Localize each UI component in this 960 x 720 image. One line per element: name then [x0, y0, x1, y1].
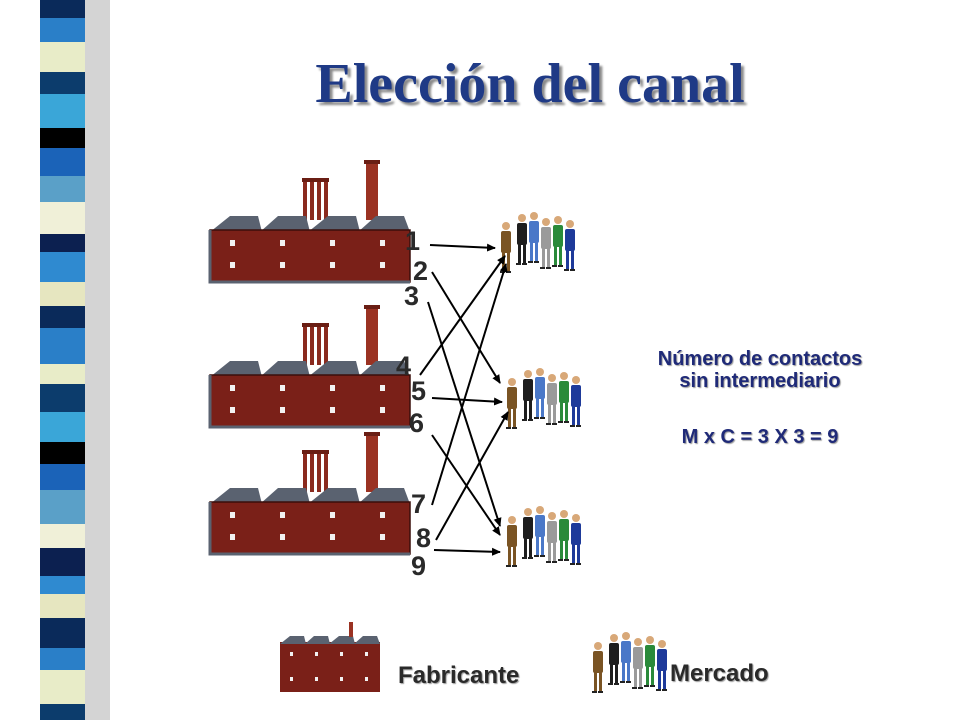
people-group-icon [500, 212, 575, 273]
legend-factory-icon [280, 622, 380, 692]
people-group-icon [506, 368, 581, 429]
contacts-label: Número de contactos sin intermediario [600, 348, 920, 392]
legend-market-label: Mercado [670, 660, 769, 687]
factory-icon [208, 430, 412, 556]
factory-icon [208, 158, 412, 284]
contact-number: 1 [405, 226, 420, 256]
contacts-formula: M x C = 3 X 3 = 9 [681, 426, 839, 448]
decorative-stripe [0, 0, 110, 720]
contact-number: 2 [413, 256, 428, 286]
contact-number: 5 [411, 376, 426, 406]
contact-number: 7 [411, 489, 426, 519]
legend-manufacturer-label: Fabricante [398, 662, 520, 689]
contact-number: 3 [404, 281, 419, 311]
contact-number: 8 [416, 523, 431, 553]
contact-arrows [419, 243, 509, 556]
contact-number: 4 [396, 351, 411, 381]
people-group-icon [506, 506, 581, 567]
slide-title: Elección del canal [315, 53, 745, 115]
contacts-label-line1: Número de contactos [657, 348, 863, 370]
factory-icon [208, 303, 412, 429]
contact-number: 9 [411, 551, 426, 581]
legend-people-group-icon [592, 632, 667, 693]
contacts-label-line2: sin intermediario [679, 370, 841, 392]
contact-number: 6 [409, 408, 424, 438]
